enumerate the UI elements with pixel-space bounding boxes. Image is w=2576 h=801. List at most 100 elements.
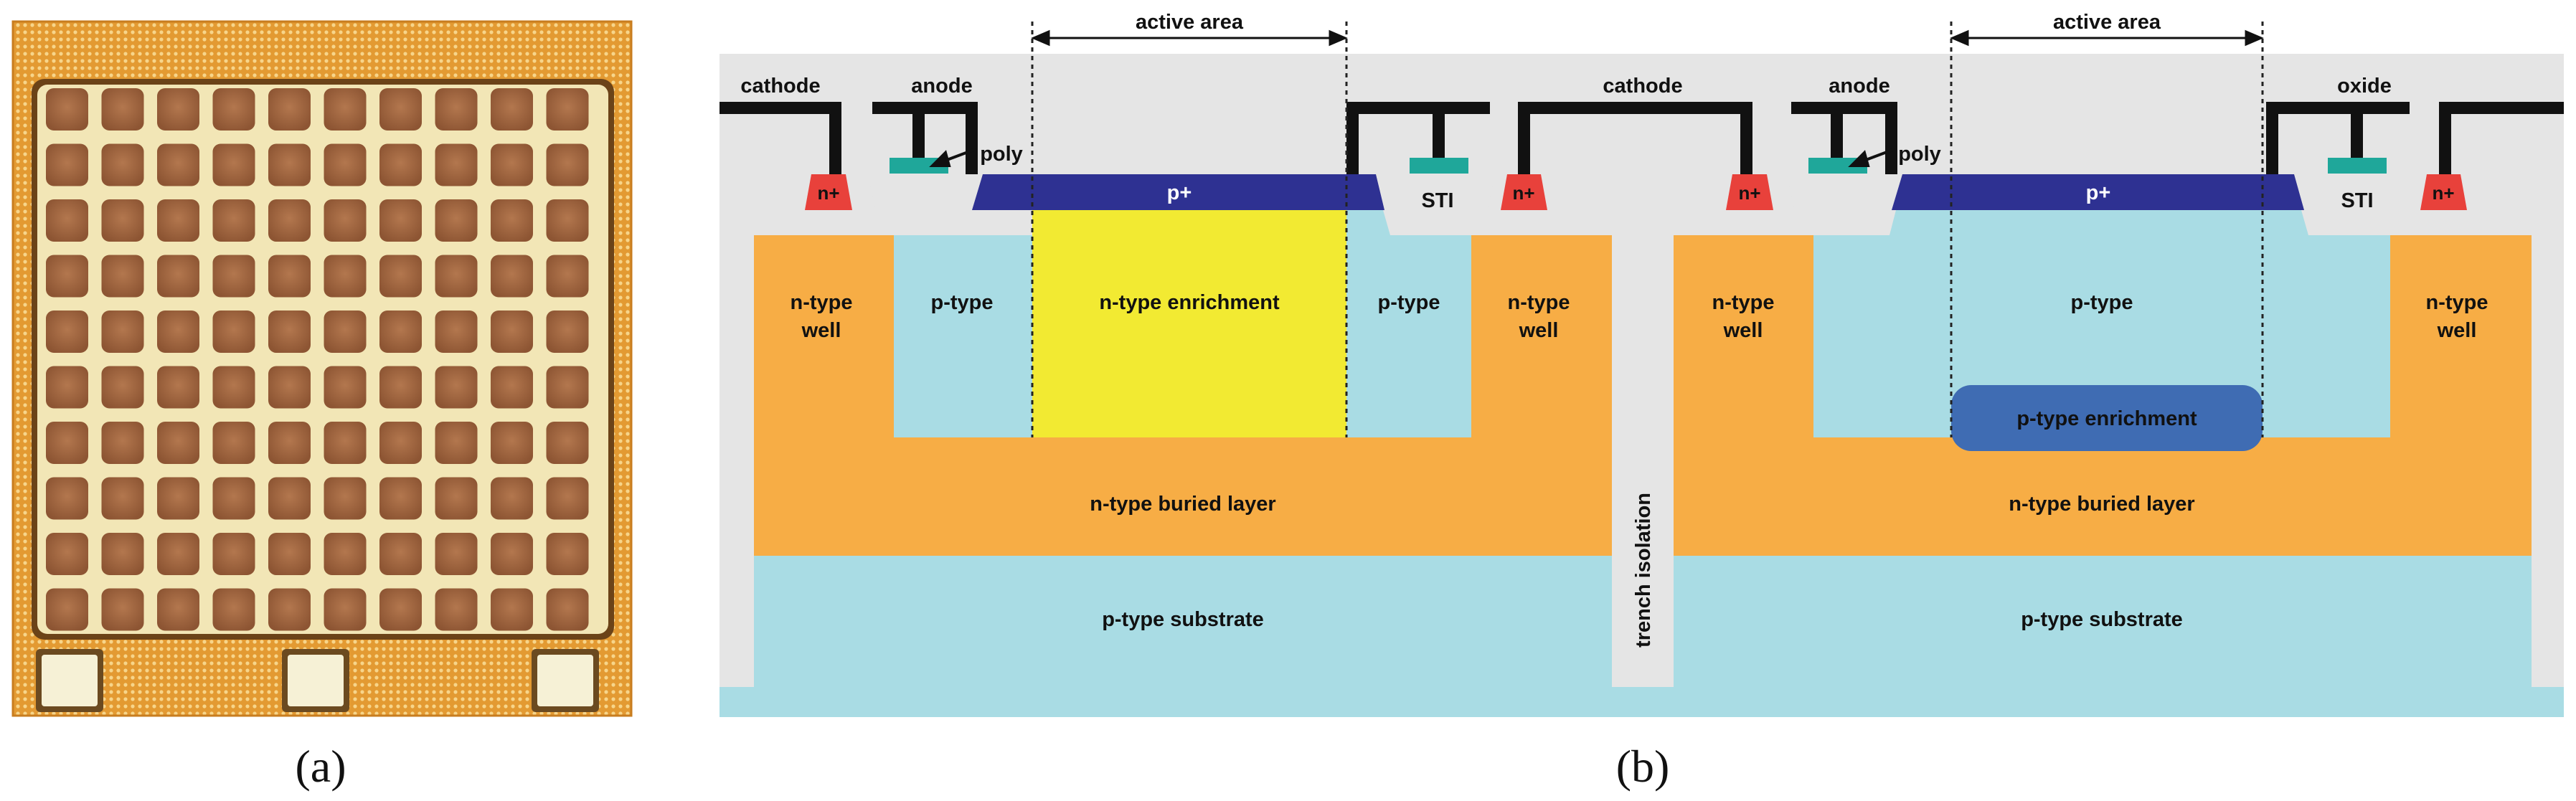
poly-label-right: poly: [1898, 143, 1941, 166]
spad-cell: [324, 533, 367, 575]
spad-cell: [101, 311, 144, 353]
spad-cell: [435, 588, 478, 631]
spad-cell: [46, 88, 88, 131]
spad-cell: [212, 199, 255, 242]
spad-cell-grid: [46, 88, 589, 631]
spad-cell: [379, 533, 422, 575]
spad-cell: [546, 88, 589, 131]
poly-arrows: [929, 148, 1895, 167]
spad-cell: [46, 143, 88, 186]
spad-cell: [379, 311, 422, 353]
p-type-region-1: [894, 235, 1032, 437]
caption-b: (b): [1616, 741, 1670, 792]
spad-cell: [379, 143, 422, 186]
sti-left-anode: [870, 185, 983, 235]
spad-cell: [212, 255, 255, 298]
n-type-well-3: [1674, 235, 1813, 437]
spad-cell: [435, 477, 478, 520]
spad-cell: [379, 422, 422, 464]
spad-cell: [491, 199, 533, 242]
p-plus-label-left: p+: [1167, 181, 1192, 204]
spad-cell: [157, 311, 199, 353]
spad-cell: [157, 588, 199, 631]
spad-cell: [491, 255, 533, 298]
spad-cell: [324, 311, 367, 353]
buried-layer-label-right: n-type buried layer: [2009, 493, 2194, 516]
spad-cell: [491, 533, 533, 575]
n-type-well-2: [1471, 235, 1612, 437]
spad-cell: [435, 533, 478, 575]
active-area-markers: [1031, 22, 2264, 437]
sti-bar-right: [2328, 158, 2387, 174]
n-well-label-4b: well: [2437, 319, 2477, 342]
spad-cell: [101, 88, 144, 131]
active-area-arrows: [1031, 29, 2264, 47]
n-type-well-4: [2390, 235, 2532, 437]
spad-cell: [212, 88, 255, 131]
spad-cell: [46, 588, 88, 631]
spad-cell: [157, 422, 199, 464]
p-type-enrichment: [1951, 385, 2263, 451]
spad-cell: [157, 199, 199, 242]
caption-a: (a): [295, 741, 346, 792]
n-type-well-1: [754, 235, 894, 437]
trench-isolation: [1612, 235, 1674, 687]
p-type-label-3: p-type: [2071, 291, 2133, 314]
spad-cell: [46, 477, 88, 520]
spad-cell: [101, 255, 144, 298]
spad-cell: [546, 588, 589, 631]
p-enrichment-label: p-type enrichment: [2016, 407, 2197, 430]
spad-cell: [268, 533, 311, 575]
oxide-label: oxide: [2337, 75, 2392, 98]
bond-pad-metal: [42, 655, 98, 706]
n-plus-label-4: n+: [2432, 182, 2454, 204]
n-well-label-4a: n-type: [2426, 291, 2488, 314]
spad-cell: [157, 88, 199, 131]
n-plus-1: [805, 174, 852, 210]
n-plus-3: [1726, 174, 1773, 210]
n-well-label-1b: well: [801, 319, 841, 342]
spad-cell: [491, 366, 533, 409]
spad-cell: [157, 366, 199, 409]
p-plus-right: [1892, 174, 2304, 210]
cross-section-diagram: cathode anode active area cathode anode …: [720, 11, 2564, 717]
spad-cell: [435, 199, 478, 242]
spad-cell: [268, 366, 311, 409]
spad-cell: [324, 255, 367, 298]
spad-cell: [46, 199, 88, 242]
n-type-buried-layer-left: [754, 437, 1612, 556]
n-plus-label-3: n+: [1738, 182, 1760, 204]
poly-label-left: poly: [980, 143, 1023, 166]
spad-cell: [491, 143, 533, 186]
p-type-label-2: p-type: [1378, 291, 1440, 314]
spad-cell: [46, 311, 88, 353]
bond-pads: [36, 649, 599, 712]
n-well-label-2b: well: [1519, 319, 1559, 342]
spad-cell: [324, 143, 367, 186]
spad-cell: [268, 422, 311, 464]
spad-cell: [379, 477, 422, 520]
spad-cell: [546, 311, 589, 353]
spad-cell: [324, 88, 367, 131]
substrate-label-right: p-type substrate: [2021, 608, 2183, 631]
spad-cell: [435, 88, 478, 131]
anode-label-right: anode: [1829, 75, 1889, 98]
sti-label-right: STI: [2341, 189, 2373, 212]
spad-cell: [101, 366, 144, 409]
spad-cell: [546, 143, 589, 186]
spad-cell: [101, 143, 144, 186]
spad-cell: [268, 311, 311, 353]
spad-cell: [379, 88, 422, 131]
spad-cell: [546, 199, 589, 242]
p-type-substrate-right: [1674, 556, 2532, 688]
cathode-label-left: cathode: [740, 75, 820, 98]
spad-cell: [379, 199, 422, 242]
spad-cell: [46, 533, 88, 575]
spad-cell: [546, 422, 589, 464]
spad-cell: [212, 533, 255, 575]
p-plus-label-right: p+: [2086, 181, 2111, 204]
spad-cell: [546, 477, 589, 520]
spad-cell: [46, 422, 88, 464]
spad-cell: [101, 422, 144, 464]
